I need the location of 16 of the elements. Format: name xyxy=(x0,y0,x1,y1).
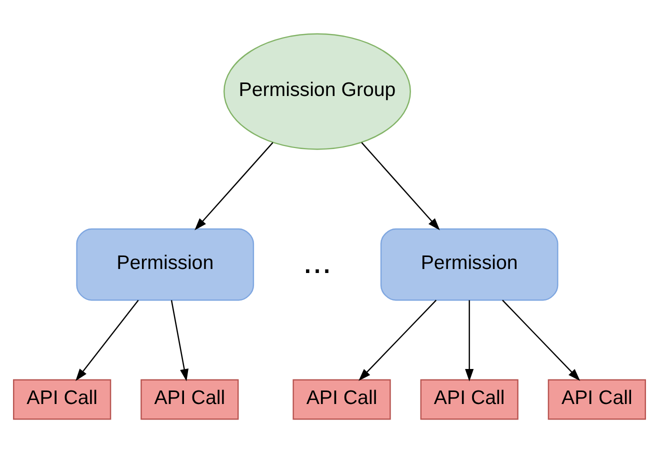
arrow xyxy=(76,300,139,381)
node-box: API Call xyxy=(548,379,646,420)
node-box: Permission xyxy=(76,228,254,301)
arrow xyxy=(361,142,440,230)
arrow xyxy=(465,300,474,382)
node-ellipse: Permission Group xyxy=(223,33,411,150)
label: ... xyxy=(302,242,332,281)
node-box: API Call xyxy=(292,379,391,420)
node-box: API Call xyxy=(420,379,518,420)
node-box: Permission xyxy=(380,228,558,301)
arrow xyxy=(170,300,188,382)
arrow xyxy=(502,300,580,381)
arrow xyxy=(358,300,437,381)
arrow xyxy=(194,142,274,230)
node-box: API Call xyxy=(140,379,239,420)
node-box: API Call xyxy=(13,379,112,420)
